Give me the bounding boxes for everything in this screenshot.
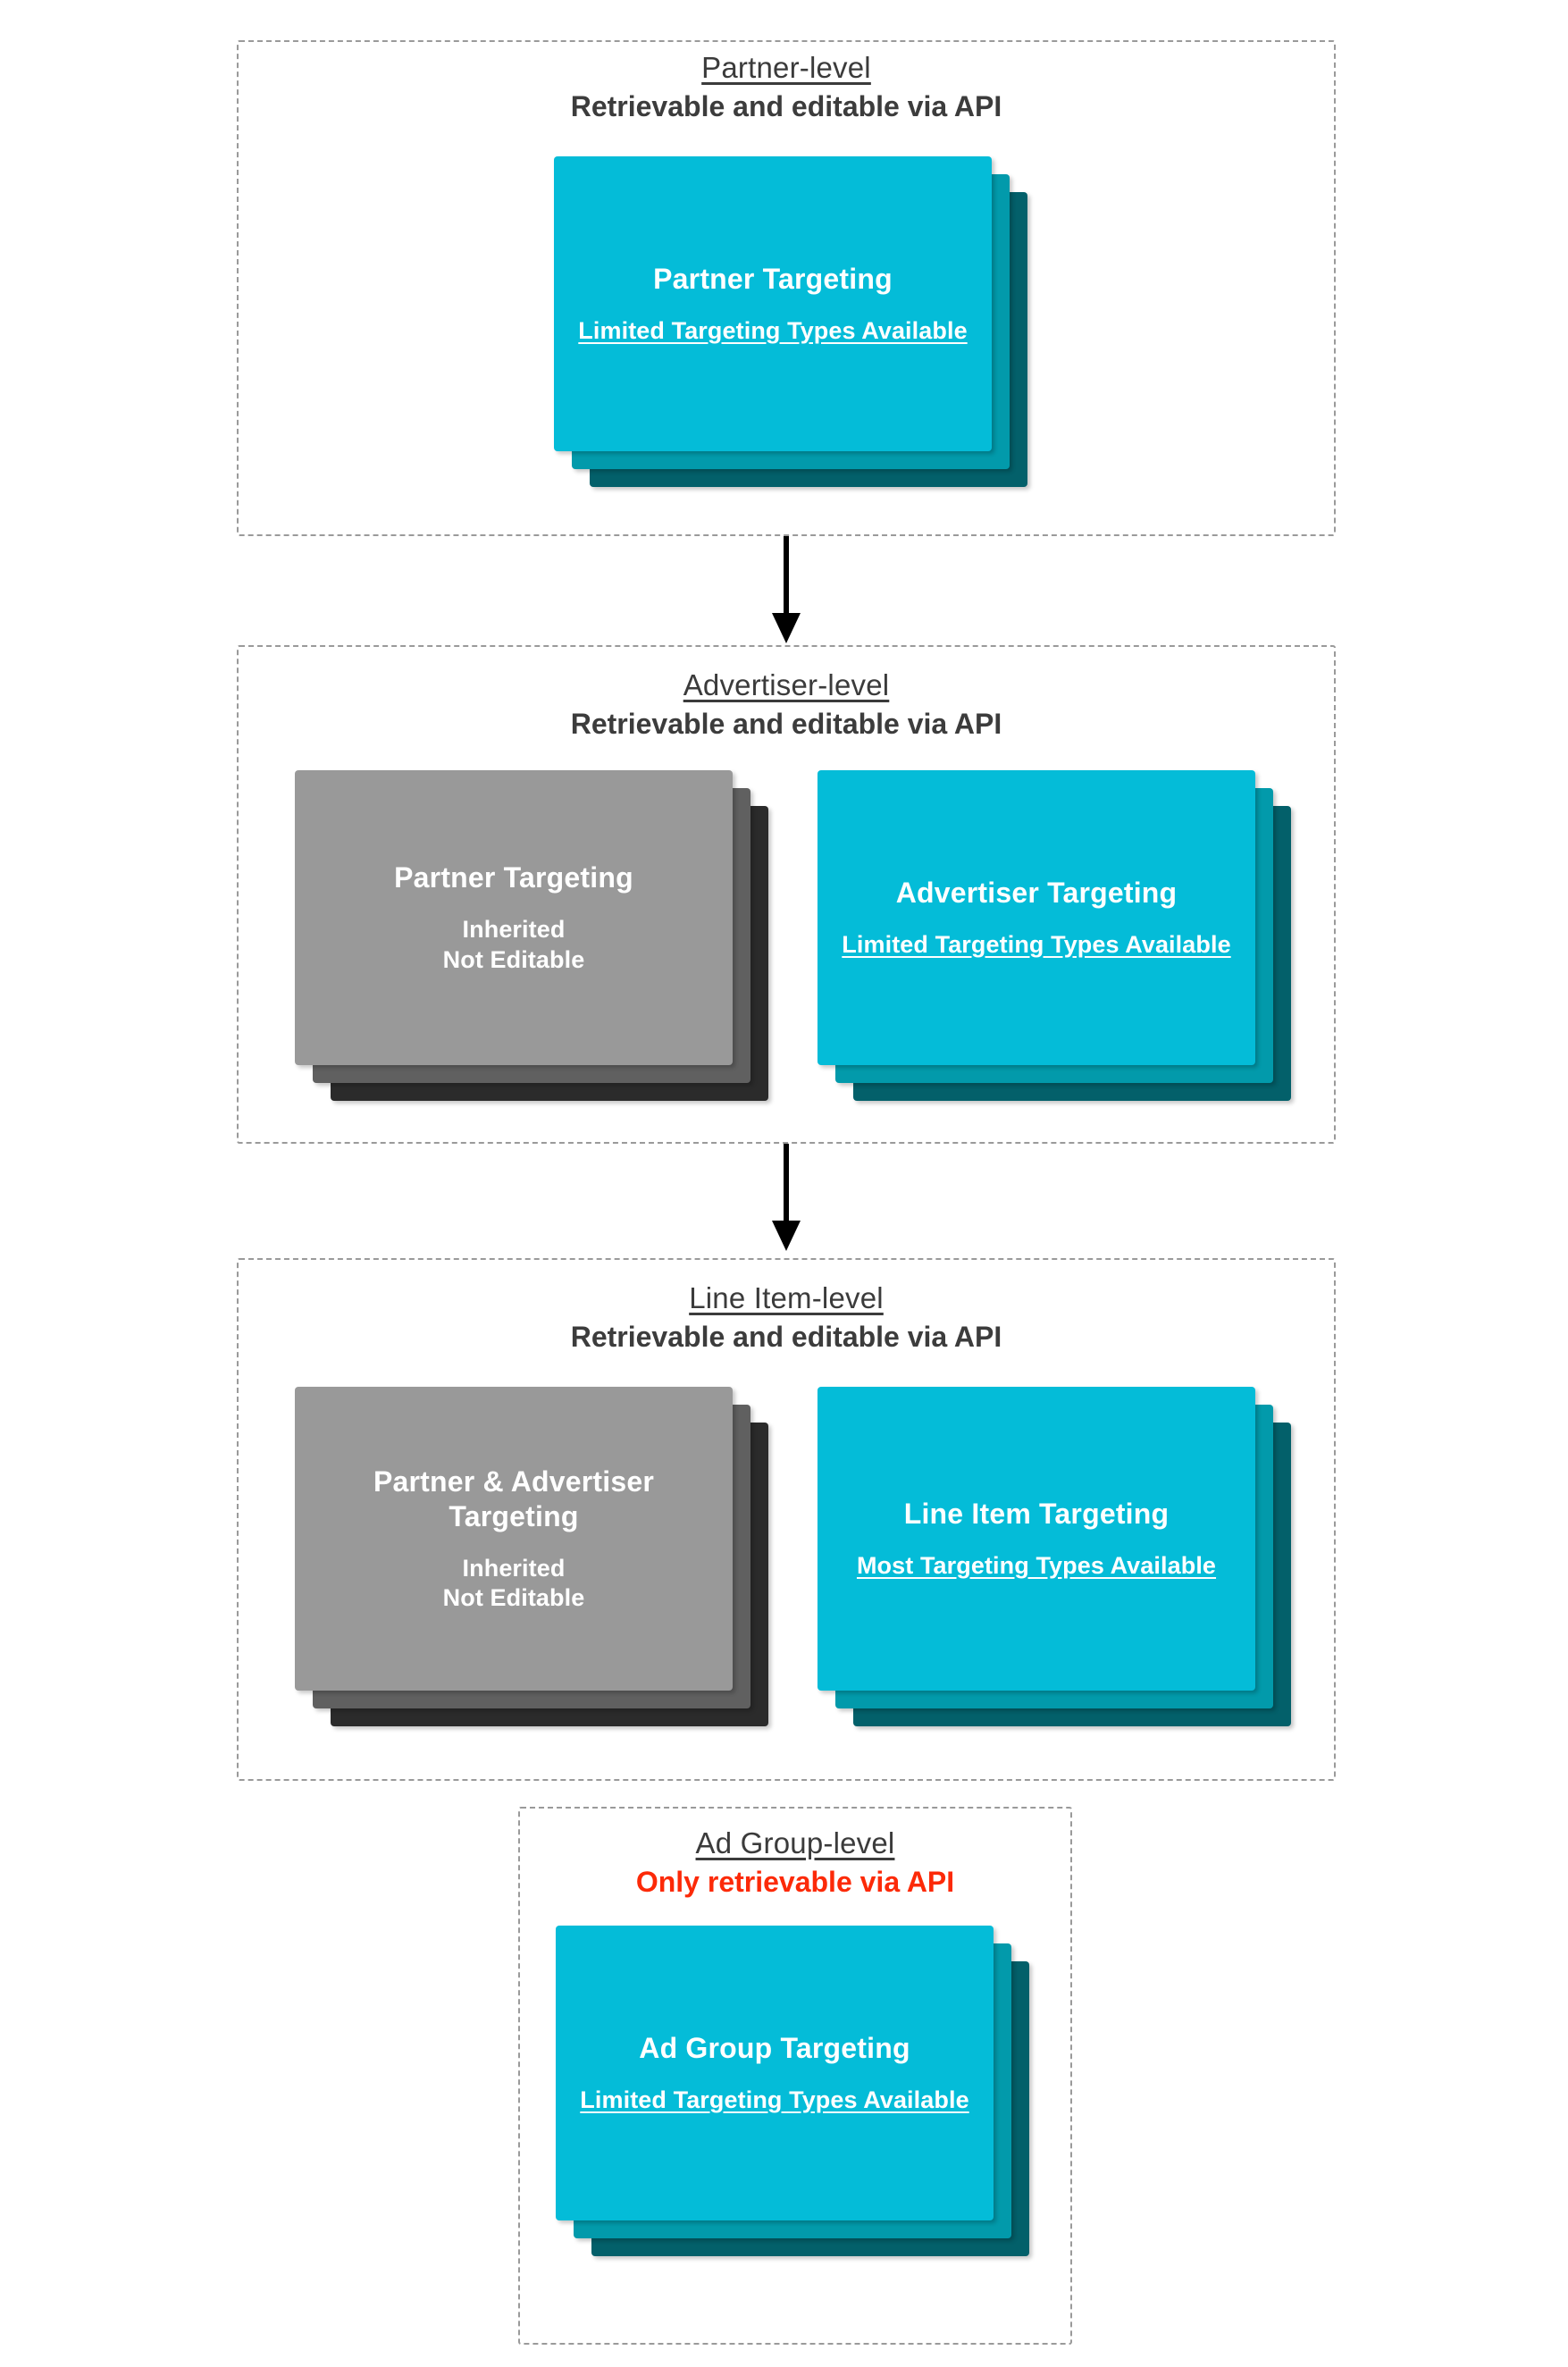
card-subtitle: Limited Targeting Types Available: [842, 930, 1231, 958]
card-stack-line-item-inherited: Partner & Advertiser Targeting Inherited…: [295, 1387, 777, 1744]
card-title: Partner Targeting: [653, 262, 893, 295]
card-subtitle: Inherited Not Editable: [442, 916, 585, 973]
arrow-down-icon: [772, 1144, 801, 1251]
level-box-advertiser: [237, 645, 1336, 1144]
card-subtitle: Limited Targeting Types Available: [578, 316, 968, 344]
level-box-partner: [237, 40, 1336, 536]
card-advertiser-targeting[interactable]: Advertiser Targeting Limited Targeting T…: [818, 770, 1255, 1065]
card-subtitle: Most Targeting Types Available: [856, 1551, 1217, 1579]
card-stack-partner-targeting: Partner Targeting Limited Targeting Type…: [554, 156, 1036, 496]
card-partner-targeting[interactable]: Partner Targeting Limited Targeting Type…: [554, 156, 992, 451]
card-partner-targeting-inherited[interactable]: Partner Targeting Inherited Not Editable: [295, 770, 733, 1065]
card-title: Ad Group Targeting: [639, 2031, 910, 2064]
level-box-ad-group: [518, 1807, 1072, 2345]
card-subtitle: Inherited Not Editable: [442, 1554, 585, 1612]
card-title: Line Item Targeting: [903, 1497, 1170, 1530]
card-stack-ad-group-targeting: Ad Group Targeting Limited Targeting Typ…: [556, 1926, 1038, 2265]
card-line-item-targeting[interactable]: Line Item Targeting Most Targeting Types…: [818, 1387, 1255, 1691]
level-box-line-item: [237, 1258, 1336, 1781]
card-subtitle: Limited Targeting Types Available: [580, 2086, 969, 2113]
card-title: Partner & Advertiser Targeting: [373, 1465, 655, 1532]
card-partner-advertiser-targeting-inherited[interactable]: Partner & Advertiser Targeting Inherited…: [295, 1387, 733, 1691]
card-stack-advertiser-partner-inherited: Partner Targeting Inherited Not Editable: [295, 770, 777, 1119]
connector-advertiser-to-line-item: [765, 1144, 808, 1253]
card-title: Advertiser Targeting: [895, 876, 1178, 909]
card-stack-advertiser-targeting: Advertiser Targeting Limited Targeting T…: [818, 770, 1300, 1119]
card-ad-group-targeting[interactable]: Ad Group Targeting Limited Targeting Typ…: [556, 1926, 994, 2220]
arrow-down-icon: [772, 536, 801, 643]
card-title: Partner Targeting: [394, 861, 633, 894]
card-stack-line-item-targeting: Line Item Targeting Most Targeting Types…: [818, 1387, 1300, 1744]
connector-partner-to-advertiser: [765, 536, 808, 645]
